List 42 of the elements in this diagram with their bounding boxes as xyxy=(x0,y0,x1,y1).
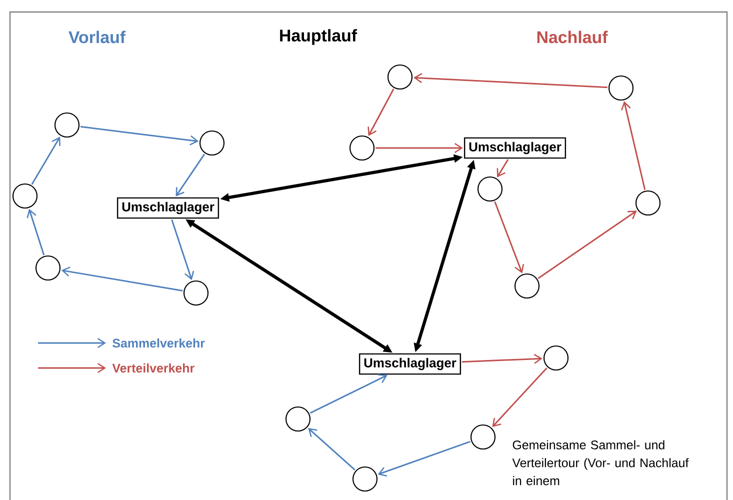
stop-circle xyxy=(54,112,80,138)
stop-circle xyxy=(12,183,38,209)
stop-circle xyxy=(608,75,634,101)
hub-box: Umschlaglager xyxy=(116,197,220,219)
stop-circle xyxy=(35,255,61,281)
stop-circle xyxy=(635,190,661,216)
arrow xyxy=(414,73,608,88)
arrow xyxy=(31,136,60,185)
stop-circle xyxy=(387,64,413,90)
arrow xyxy=(310,374,388,414)
arrow xyxy=(492,367,548,428)
legend-text: Verteilverkehr xyxy=(112,363,194,373)
arrow xyxy=(378,440,470,477)
arrow xyxy=(308,428,356,471)
arrow xyxy=(368,88,394,136)
stop-circle xyxy=(514,273,540,299)
stop-circle xyxy=(199,130,225,156)
stop-circle xyxy=(352,466,378,492)
section-heading: Hauptlauf xyxy=(280,29,358,45)
arrow xyxy=(538,210,637,279)
stop-circle xyxy=(285,406,311,432)
stop-circle xyxy=(543,345,569,371)
hub-box: Umschlaglager xyxy=(358,353,462,375)
arrow xyxy=(171,219,194,280)
stop-circle xyxy=(349,135,375,161)
arrow xyxy=(80,126,199,146)
arrow xyxy=(620,101,646,190)
legend-text: Sammelverkehr xyxy=(112,338,205,348)
stop-circle xyxy=(477,176,503,202)
stop-circle xyxy=(470,424,496,450)
note-text: Gemeinsame Sammel- und Verteilertour (Vor- und Nachlauf in einem xyxy=(512,440,689,486)
hub-box: Umschlaglager xyxy=(464,137,566,159)
section-heading: Vorlauf xyxy=(68,30,126,44)
arrow xyxy=(376,142,463,154)
arrow xyxy=(26,208,45,256)
stop-circle xyxy=(183,280,209,306)
arrow xyxy=(176,154,206,196)
arrow xyxy=(462,354,542,364)
section-heading: Nachlauf xyxy=(537,30,608,44)
arrow xyxy=(494,201,524,274)
arrow xyxy=(61,266,183,292)
arrow xyxy=(496,159,509,178)
